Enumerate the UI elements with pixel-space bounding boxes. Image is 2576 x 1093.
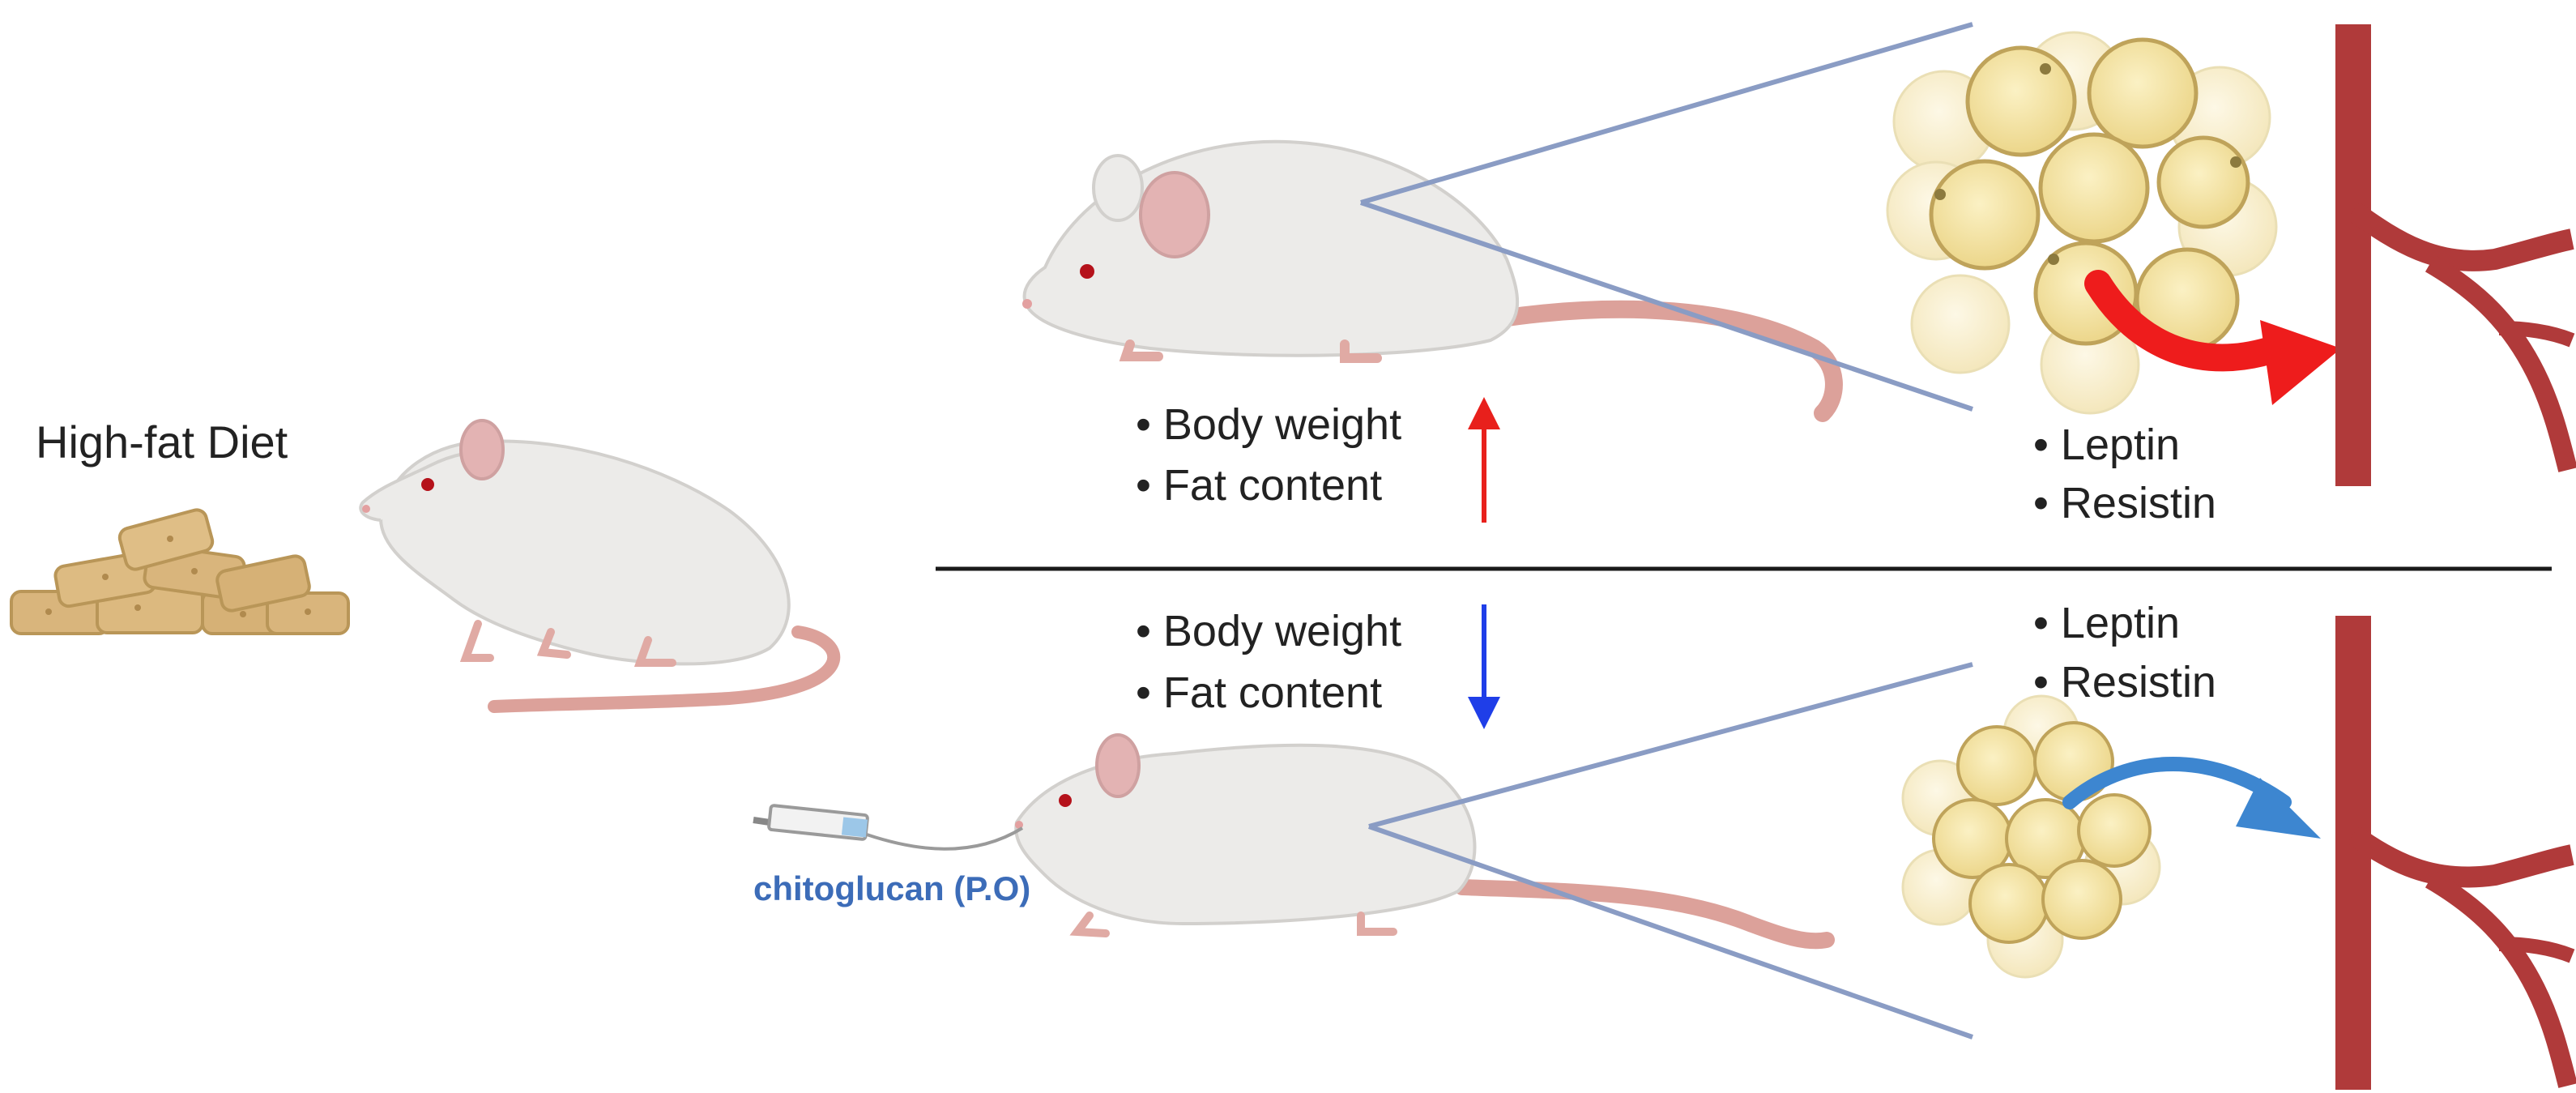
lean-mouse-icon bbox=[1014, 733, 1835, 950]
top-body-weight-label: • Body weight bbox=[1136, 400, 1402, 449]
top-resistin-label: • Resistin bbox=[2033, 479, 2216, 527]
diet-label: High-fat Diet bbox=[36, 416, 288, 468]
blood-vessel-bottom-icon bbox=[2335, 616, 2576, 1090]
bottom-resistin-label: • Resistin bbox=[2033, 658, 2216, 707]
top-leptin-label: • Leptin bbox=[2033, 421, 2181, 469]
standing-rat-icon bbox=[359, 419, 841, 713]
large-adipocyte-cluster-icon bbox=[1886, 31, 2278, 415]
bottom-fat-content-label: • Fat content bbox=[1136, 668, 1383, 717]
zoom-connector-top bbox=[1360, 22, 1973, 412]
hormone-release-arrow-low bbox=[2062, 757, 2321, 839]
increase-arrow-icon bbox=[1468, 397, 1500, 523]
bottom-leptin-label: • Leptin bbox=[2033, 599, 2181, 647]
treatment-label: chitoglucan (P.O) bbox=[753, 869, 1031, 907]
blood-vessel-top-icon bbox=[2335, 24, 2576, 486]
small-adipocyte-cluster-icon bbox=[1901, 694, 2161, 979]
decrease-arrow-icon bbox=[1468, 604, 1500, 729]
bottom-body-weight-label: • Body weight bbox=[1136, 607, 1402, 655]
hormone-release-arrow-high bbox=[2084, 270, 2341, 405]
high-fat-pellets-icon bbox=[10, 508, 350, 635]
zoom-connector-bottom bbox=[1368, 662, 1973, 1040]
oral-syringe-icon bbox=[753, 804, 1024, 851]
top-fat-content-label: • Fat content bbox=[1136, 461, 1383, 510]
